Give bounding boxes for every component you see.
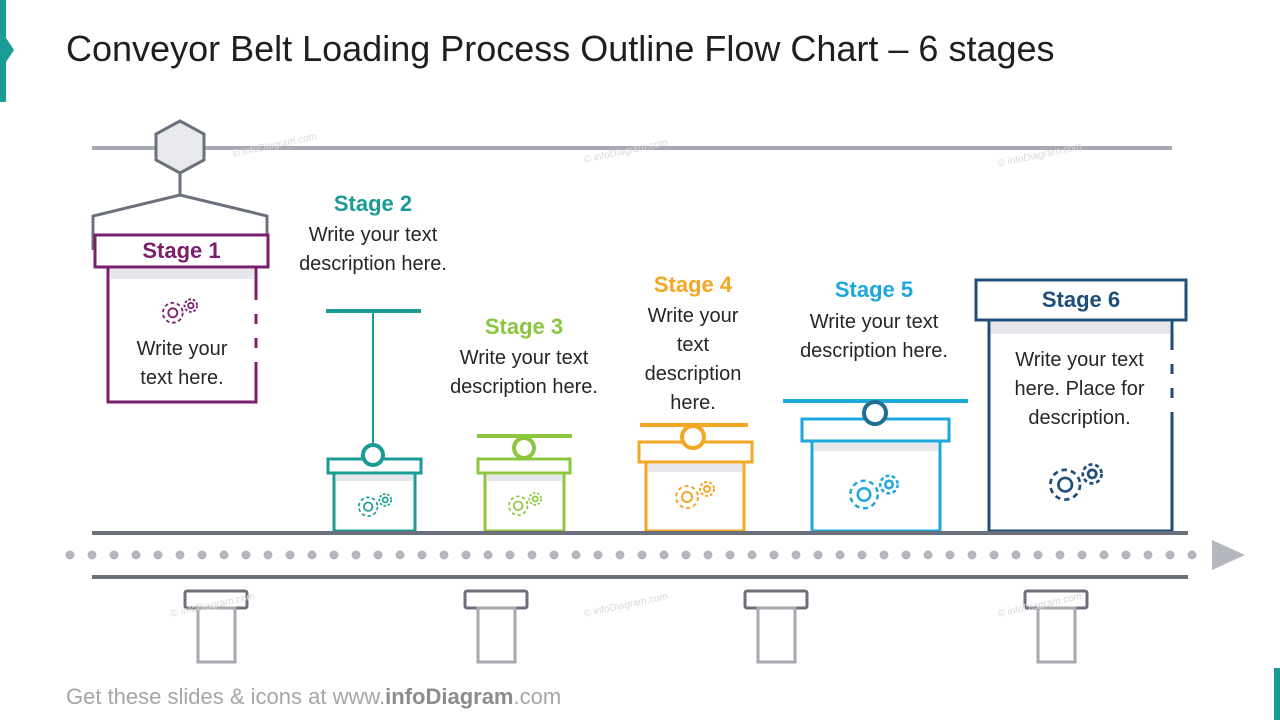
hook-hanger: [91, 193, 269, 250]
gears-icon: [849, 474, 899, 510]
belt-leg: [1023, 589, 1089, 664]
stage-6-label: Stage 6: [1041, 287, 1121, 312]
stage-4-label: Stage 4: [653, 272, 733, 297]
stage-4-box: [637, 423, 754, 533]
gears-icon: [357, 493, 393, 517]
stage-5-description: Write your text description here.: [800, 311, 948, 362]
stage-6-description: Write your text here. Place for descript…: [1014, 349, 1145, 429]
belt-leg: [183, 589, 249, 664]
stage-1-description: Write your text here.: [136, 338, 228, 389]
stage-2-label: Stage 2: [333, 191, 413, 216]
stage-5-box: [783, 399, 968, 533]
footer-brand: infoDiagram: [385, 684, 514, 709]
gears-icon: [507, 492, 543, 516]
stage-1-label: Stage 1: [142, 238, 221, 263]
belt-leg: [743, 589, 809, 664]
gears-icon: [675, 481, 715, 509]
accent-notch: [6, 38, 14, 62]
belt-arrow-icon: [1212, 540, 1245, 570]
belt-leg: [463, 589, 529, 664]
stage-3-description: Write your text description here.: [450, 347, 598, 398]
footer-prefix: Get these slides & icons at www.: [66, 684, 386, 709]
footer-credit: Get these slides & icons at www.infoDiag…: [66, 684, 561, 710]
hook-hexagon: [154, 119, 206, 175]
stage-6-box: [974, 278, 1188, 533]
corner-accent: [1274, 668, 1280, 720]
stage-1-box: [93, 233, 270, 404]
stage-4-description: Write your text description here.: [644, 305, 742, 414]
page-title: Conveyor Belt Loading Process Outline Fl…: [66, 28, 1055, 69]
stage-3-box: [476, 434, 572, 533]
stage-5-label: Stage 5: [834, 277, 914, 302]
stage-3-label: Stage 3: [484, 314, 564, 339]
footer-suffix: .com: [513, 684, 562, 709]
accent-bar: [0, 0, 6, 102]
stage-2-description: Write your text description here.: [299, 224, 447, 275]
